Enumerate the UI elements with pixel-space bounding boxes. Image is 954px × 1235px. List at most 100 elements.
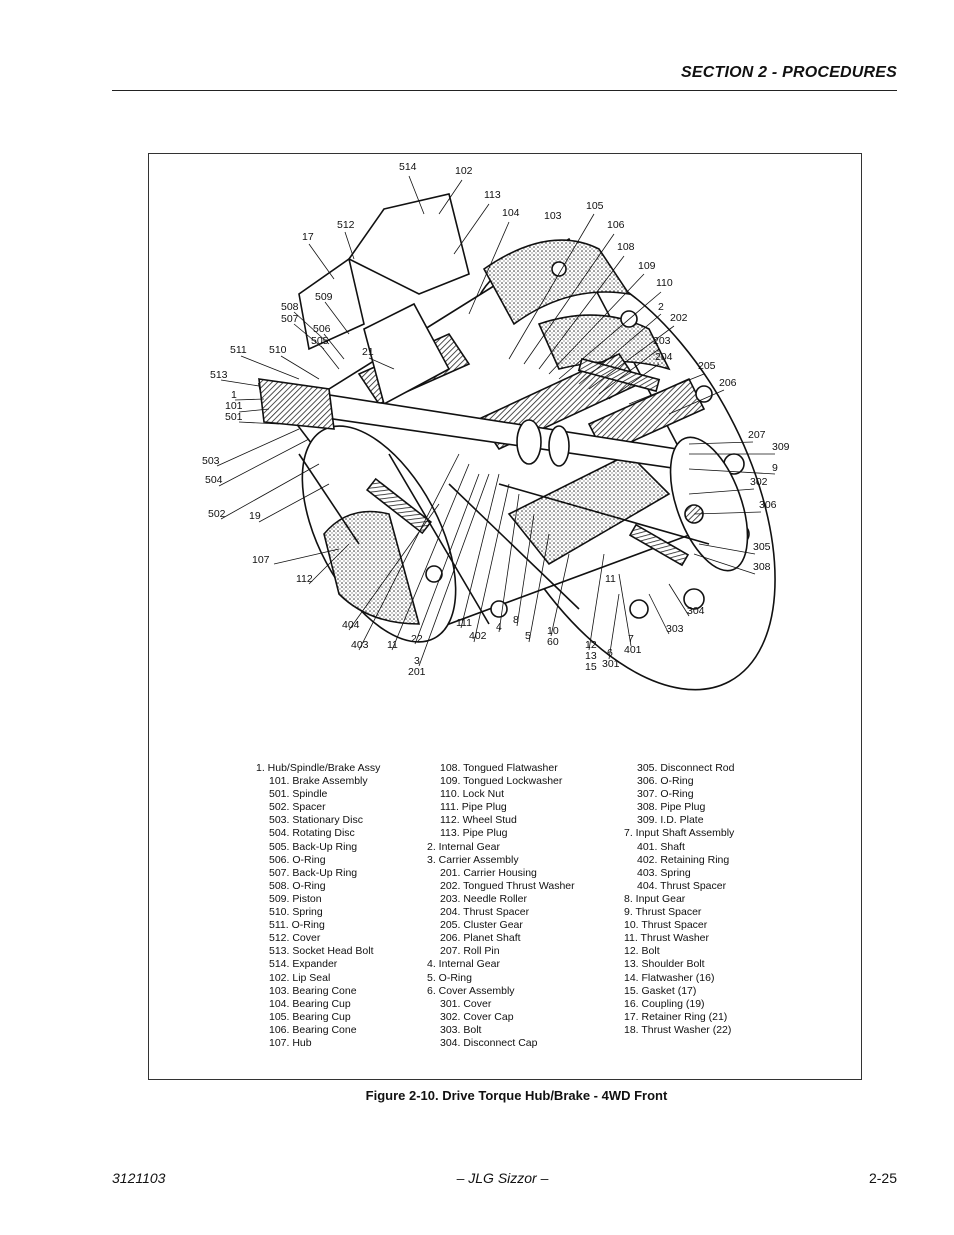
legend-item: 4. Internal Gear xyxy=(427,958,500,971)
callout-label: 11 xyxy=(387,639,398,651)
legend-item: 508. O-Ring xyxy=(269,879,326,892)
legend-item: 2. Internal Gear xyxy=(427,840,500,853)
legend-item: 511. O-Ring xyxy=(269,919,325,932)
callout-label: 9 xyxy=(772,462,778,474)
legend-item: 109. Tongued Lockwasher xyxy=(440,775,563,788)
callout-label: 508 xyxy=(281,301,299,313)
callout-label: 108 xyxy=(617,241,635,253)
legend-item: 514. Expander xyxy=(269,958,338,971)
legend-item: 504. Rotating Disc xyxy=(269,827,355,840)
callout-label: 308 xyxy=(753,561,771,573)
legend-item: 502. Spacer xyxy=(269,801,326,814)
legend-item: 205. Cluster Gear xyxy=(440,919,523,932)
callout-label: 3 xyxy=(414,655,420,667)
legend-item: 510. Spring xyxy=(269,906,323,919)
callout-label: 505 xyxy=(311,335,329,347)
callout-label: 402 xyxy=(469,630,487,642)
callout-label: 15 xyxy=(585,661,597,673)
callout-label: 403 xyxy=(351,639,369,651)
legend-item: 207. Roll Pin xyxy=(440,945,500,958)
legend-item: 501. Spindle xyxy=(269,788,328,801)
callout-label: 102 xyxy=(455,165,473,177)
legend-item: 8. Input Gear xyxy=(624,892,686,905)
legend-item: 402. Retaining Ring xyxy=(637,853,730,866)
legend-item: 507. Back-Up Ring xyxy=(269,866,358,879)
callout-label: 11 xyxy=(605,573,616,585)
callout-label: 502 xyxy=(208,508,226,520)
callout-label: 306 xyxy=(759,499,777,511)
legend-item: 102. Lip Seal xyxy=(269,971,331,984)
legend-item: 201. Carrier Housing xyxy=(440,866,537,879)
legend-item: 505. Back-Up Ring xyxy=(269,840,358,853)
callout-label: 201 xyxy=(408,666,426,678)
callout-label: 205 xyxy=(698,360,716,372)
callout-label: 60 xyxy=(547,636,559,648)
legend-item: 107. Hub xyxy=(269,1036,312,1049)
legend-item: 5. O-Ring xyxy=(427,971,472,984)
legend-item: 10. Thrust Spacer xyxy=(624,919,708,932)
callout-label: 6 xyxy=(607,647,613,659)
callout-label: 204 xyxy=(655,351,673,363)
legend-item: 304. Disconnect Cap xyxy=(440,1036,538,1049)
legend-item: 512. Cover xyxy=(269,932,321,945)
callout-label: 509 xyxy=(315,291,333,303)
legend-item: 509. Piston xyxy=(269,892,322,905)
callout-label: 5 xyxy=(525,630,531,642)
callout-label: 503 xyxy=(202,455,220,467)
legend-item: 206. Planet Shaft xyxy=(440,932,521,945)
callout-label: 507 xyxy=(281,313,299,325)
section-title: SECTION 2 - PROCEDURES xyxy=(681,64,897,81)
legend-item: 106. Bearing Cone xyxy=(269,1023,357,1036)
legend-item: 108. Tongued Flatwasher xyxy=(440,762,558,774)
figure-caption: Figure 2-10. Drive Torque Hub/Brake - 4W… xyxy=(365,1088,668,1103)
callout-label: 303 xyxy=(666,623,684,635)
callout-label: 110 xyxy=(656,277,673,289)
legend-item: 503. Stationary Disc xyxy=(269,814,363,827)
callout-label: 2 xyxy=(658,301,664,313)
callout-label: 404 xyxy=(342,619,360,631)
leader-lines xyxy=(216,175,776,667)
legend-item: 104. Bearing Cup xyxy=(269,997,351,1010)
callout-label: 305 xyxy=(753,541,771,553)
legend-item: 14. Flatwasher (16) xyxy=(624,971,715,984)
legend-item: 13. Shoulder Bolt xyxy=(624,958,705,971)
legend-item: 309. I.D. Plate xyxy=(637,814,704,827)
callout-label: 8 xyxy=(513,614,519,626)
legend-item: 302. Cover Cap xyxy=(440,1010,514,1023)
callout-label: 1 xyxy=(231,389,237,401)
legend-item: 18. Thrust Washer (22) xyxy=(624,1023,732,1036)
callout-label: 101 xyxy=(225,400,243,412)
exploded-drawing xyxy=(257,193,776,691)
callout-label: 13 xyxy=(585,650,597,662)
callout-label: 105 xyxy=(586,200,604,212)
callout-label: 513 xyxy=(210,369,228,381)
hub-brake-diagram: 5141021131041031051061081091102202203204… xyxy=(202,161,790,691)
page-number: 2-25 xyxy=(868,1170,897,1186)
legend-item: 3. Carrier Assembly xyxy=(427,853,519,866)
legend-item: 1. Hub/Spindle/Brake Assy xyxy=(256,762,381,774)
callout-label: 309 xyxy=(772,441,790,453)
callout-label: 512 xyxy=(337,219,355,231)
callout-label: 7 xyxy=(628,633,634,645)
callout-label: 4 xyxy=(496,621,502,633)
callout-label: 111 xyxy=(456,617,472,629)
legend-item: 204. Thrust Spacer xyxy=(440,906,530,919)
callout-label: 401 xyxy=(624,644,642,656)
callout-label: 112 xyxy=(296,573,313,585)
callout-label: 304 xyxy=(687,605,705,617)
callout-label: 202 xyxy=(670,312,688,324)
doc-number: 3121103 xyxy=(112,1170,166,1186)
legend-item: 308. Pipe Plug xyxy=(637,801,706,814)
legend-item: 110. Lock Nut xyxy=(440,788,505,801)
callout-label: 514 xyxy=(399,161,417,173)
callout-label: 504 xyxy=(205,474,223,486)
callout-label: 511 xyxy=(230,344,247,356)
legend-item: 12. Bolt xyxy=(624,945,660,958)
legend-item: 6. Cover Assembly xyxy=(427,984,515,997)
callout-label: 501 xyxy=(225,411,243,423)
callout-label: 21 xyxy=(362,346,374,358)
callout-label: 107 xyxy=(252,554,270,566)
